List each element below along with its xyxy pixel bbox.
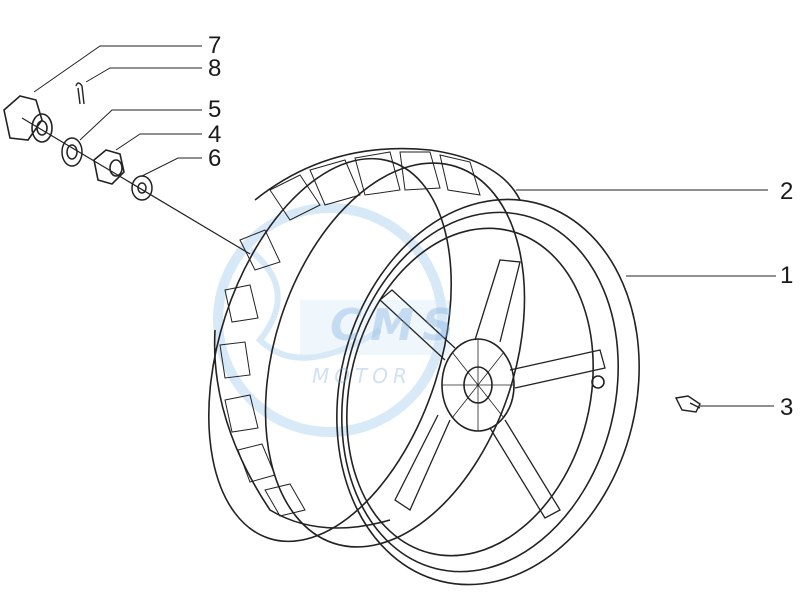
washer xyxy=(131,175,153,201)
watermark-sub-text: MOTOR xyxy=(312,364,412,388)
callout-5: 5 xyxy=(208,96,222,123)
callout-8: 8 xyxy=(208,55,222,82)
watermark-logo xyxy=(213,203,450,437)
tire xyxy=(208,147,526,548)
castle-nut-ring xyxy=(61,137,83,167)
callout-2: 2 xyxy=(780,178,794,205)
cotter-pin xyxy=(75,82,85,105)
callout-1: 1 xyxy=(780,262,794,289)
callout-7: 7 xyxy=(208,32,222,59)
callout-3: 3 xyxy=(780,394,794,421)
nut xyxy=(93,149,125,185)
callout-6: 6 xyxy=(208,145,222,172)
axle-nut xyxy=(3,95,53,143)
callout-4: 4 xyxy=(208,121,222,148)
tire-valve xyxy=(674,395,701,413)
watermark-logo-text: CMS xyxy=(330,300,462,351)
rim xyxy=(336,198,640,586)
axle-axis-line xyxy=(21,117,251,255)
leader-lines xyxy=(33,45,776,407)
